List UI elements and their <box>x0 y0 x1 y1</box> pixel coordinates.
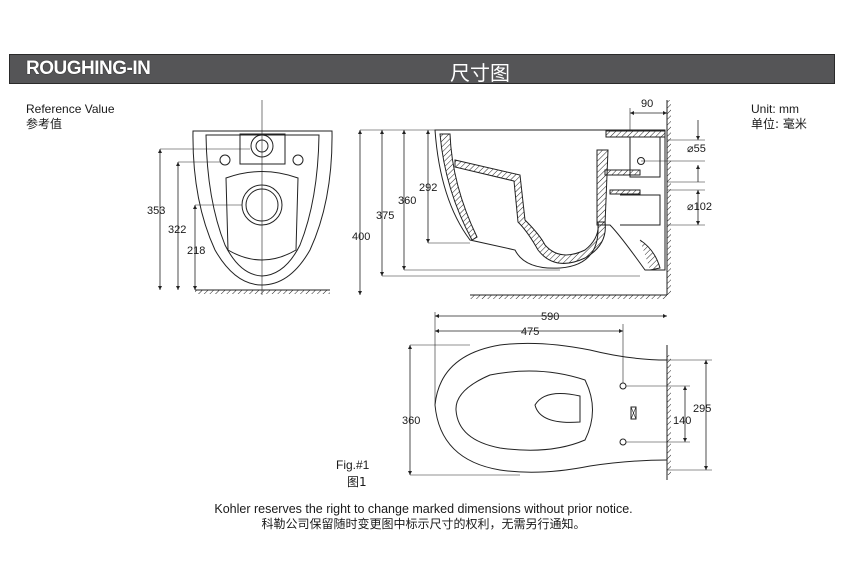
dim-322: 322 <box>168 224 186 236</box>
unit-label: Unit: mm <box>751 102 799 116</box>
dim-375: 375 <box>376 210 394 222</box>
header-title: ROUGHING-IN <box>26 58 151 79</box>
top-view <box>408 312 712 480</box>
top-bowl-opening <box>534 393 581 423</box>
mounting-hole-left <box>219 154 231 166</box>
figure-label: Fig.#1 <box>336 458 370 472</box>
side-view <box>358 100 705 299</box>
footer-notice: Kohler reserves the right to change mark… <box>214 502 633 516</box>
front-view <box>158 100 333 295</box>
header-title-cn: 尺寸图 <box>450 61 510 85</box>
front-inner-outline <box>205 134 320 277</box>
dim-590: 590 <box>541 311 559 323</box>
top-inlet-marker <box>630 406 637 420</box>
figure-label-cn: 图1 <box>347 475 367 489</box>
dim-400: 400 <box>352 231 370 243</box>
top-seat-outline <box>455 370 593 451</box>
dim-218: 218 <box>187 245 205 257</box>
dim-90: 90 <box>641 98 653 110</box>
reference-value-label: Reference Value <box>26 102 115 116</box>
dim-dia-55: ⌀55 <box>687 143 706 155</box>
side-bowl-shell <box>434 129 666 271</box>
footer-notice-cn: 科勒公司保留随时变更图中标示尺寸的权利，无需另行通知。 <box>261 517 586 531</box>
dim-292: 292 <box>419 182 437 194</box>
unit-label-cn: 单位: 毫米 <box>751 117 807 131</box>
reference-value-label-cn: 参考值 <box>26 117 63 131</box>
top-bowl-outline <box>434 342 668 473</box>
dim-295: 295 <box>693 403 711 415</box>
dim-475: 475 <box>521 326 539 338</box>
dim-140: 140 <box>673 415 691 427</box>
dim-360-top: 360 <box>402 415 420 427</box>
section-header: ROUGHING-IN 尺寸图 <box>9 54 835 85</box>
top-mounting-hole-lower <box>619 438 627 446</box>
mounting-hole-right <box>292 154 304 166</box>
dim-dia-102: ⌀102 <box>687 201 712 213</box>
dim-360-side: 360 <box>398 195 416 207</box>
top-mounting-hole-upper <box>619 382 627 390</box>
dim-353: 353 <box>147 205 165 217</box>
